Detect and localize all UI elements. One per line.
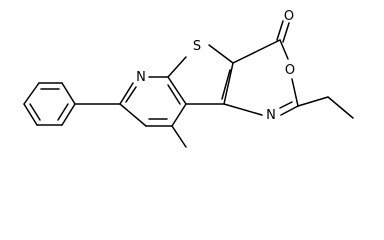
bond bbox=[119, 103, 147, 127]
bond bbox=[167, 76, 187, 105]
bond bbox=[119, 82, 134, 105]
carbonyl-oxygen-label: O bbox=[284, 9, 294, 24]
bond bbox=[61, 103, 76, 126]
oxazinone-ring bbox=[223, 39, 299, 116]
double-bond-inner bbox=[221, 69, 231, 100]
double-bond-inner bbox=[29, 103, 41, 121]
bond bbox=[171, 103, 187, 127]
bond bbox=[223, 103, 263, 116]
thiophene-ring bbox=[167, 44, 234, 105]
bond bbox=[208, 44, 234, 64]
phenyl-ring bbox=[23, 82, 76, 126]
pyridine-nitrogen-label: N bbox=[136, 70, 146, 85]
bond bbox=[61, 82, 76, 105]
double-bond-inner bbox=[279, 101, 293, 109]
sulfur-label: S bbox=[193, 39, 201, 54]
oxazine-nitrogen-label: N bbox=[266, 108, 276, 123]
double-bond-inner bbox=[167, 84, 181, 105]
bond bbox=[291, 78, 299, 107]
carbonyl-bond-inner bbox=[282, 22, 290, 43]
bond bbox=[280, 105, 299, 116]
methyl-bond bbox=[171, 125, 187, 148]
bond bbox=[232, 39, 281, 64]
structure-svg: S O O N N bbox=[23, 9, 354, 148]
ring-oxygen-label: O bbox=[285, 63, 295, 78]
bond bbox=[23, 82, 40, 105]
bond bbox=[279, 39, 289, 60]
carbonyl-bond bbox=[276, 20, 284, 41]
double-bond-inner bbox=[57, 103, 69, 121]
bond bbox=[23, 103, 38, 126]
double-bond-inner bbox=[125, 86, 137, 103]
bond bbox=[167, 56, 187, 78]
pyridine-ring bbox=[119, 76, 187, 127]
ethyl-bond-2 bbox=[327, 96, 354, 119]
bond bbox=[223, 62, 234, 105]
ethyl-bond-1 bbox=[297, 96, 329, 107]
molecule-diagram: S O O N N bbox=[23, 9, 354, 148]
